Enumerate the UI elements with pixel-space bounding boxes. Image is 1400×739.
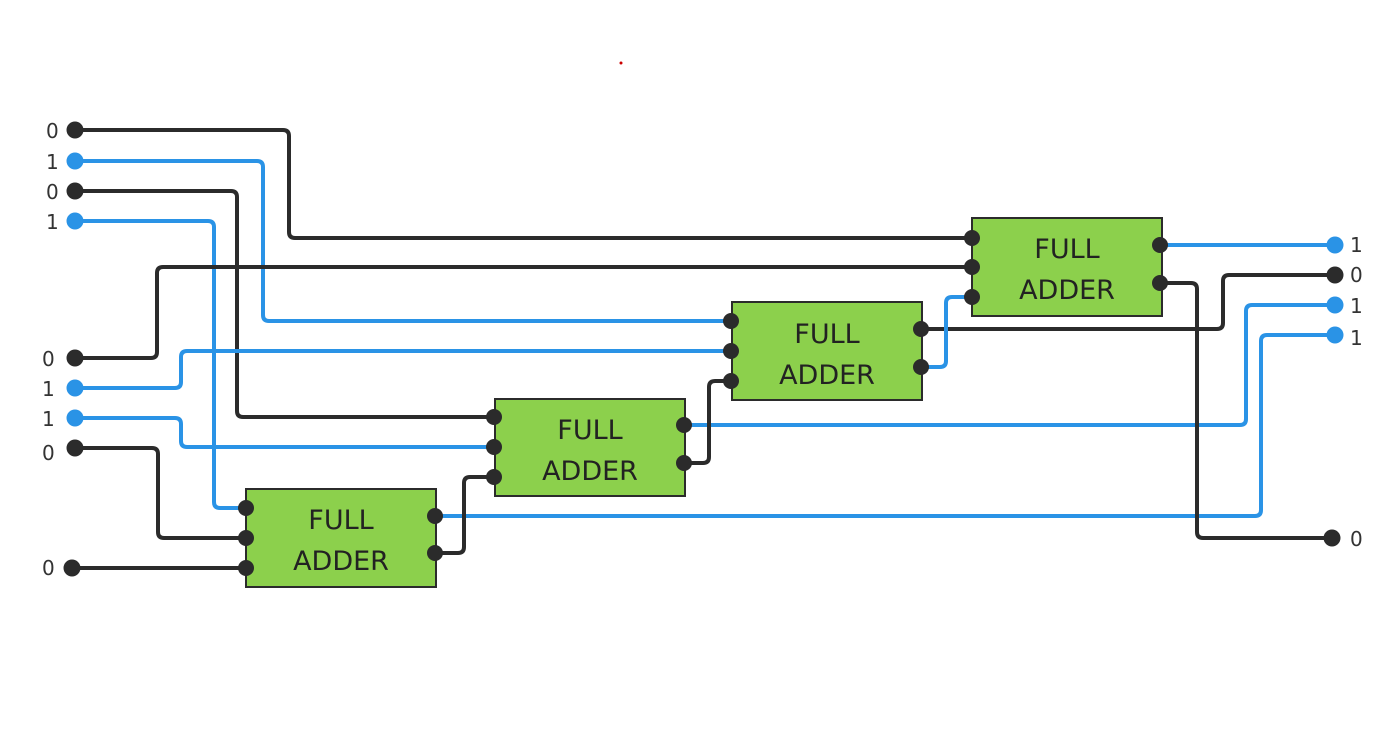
full-adder-1: FULL ADDER bbox=[245, 488, 437, 588]
adder-4-label-line1: FULL bbox=[1034, 234, 1099, 265]
adder-1-cout-port[interactable] bbox=[427, 545, 443, 561]
adder-1-in-a-port[interactable] bbox=[238, 500, 254, 516]
adder-2-cout-port[interactable] bbox=[676, 455, 692, 471]
wire-adder4-carry bbox=[1158, 281, 1334, 540]
input-3-label: 1 bbox=[46, 210, 59, 234]
input-2-node[interactable] bbox=[66, 182, 84, 200]
input-0-node[interactable] bbox=[66, 121, 84, 139]
wire-in2 bbox=[73, 189, 496, 419]
input-7-label: 0 bbox=[42, 441, 55, 465]
input-7-node[interactable] bbox=[66, 439, 84, 457]
input-6-label: 1 bbox=[42, 407, 55, 431]
wire-adder2-carry bbox=[682, 379, 733, 465]
wire-in5 bbox=[73, 349, 733, 390]
output-0-label: 1 bbox=[1350, 233, 1363, 257]
adder-2-in-b-port[interactable] bbox=[486, 439, 502, 455]
input-1-label: 1 bbox=[46, 150, 59, 174]
wire-in6 bbox=[73, 416, 496, 449]
output-3-label: 1 bbox=[1350, 326, 1363, 350]
red-dot-marker bbox=[619, 61, 623, 65]
adder-4-cin-port[interactable] bbox=[964, 289, 980, 305]
wire-adder3-sum bbox=[919, 273, 1337, 331]
adder-2-in-a-port[interactable] bbox=[486, 409, 502, 425]
adder-ports bbox=[238, 230, 1168, 576]
output-0-node[interactable] bbox=[1326, 236, 1344, 254]
output-4-label: 0 bbox=[1350, 527, 1363, 551]
wire-adder1-carry bbox=[433, 475, 496, 555]
wire-in3 bbox=[73, 219, 248, 510]
adder-4-sum-port[interactable] bbox=[1152, 237, 1168, 253]
input-1-node[interactable] bbox=[66, 152, 84, 170]
input-5-node[interactable] bbox=[66, 379, 84, 397]
adder-3-cin-port[interactable] bbox=[723, 373, 739, 389]
adder-3-in-b-port[interactable] bbox=[723, 343, 739, 359]
wires bbox=[70, 128, 1337, 570]
input-8-node[interactable] bbox=[63, 559, 81, 577]
wire-adder3-carry bbox=[919, 295, 974, 369]
input-4-node[interactable] bbox=[66, 349, 84, 367]
adder-3-label-line1: FULL bbox=[794, 319, 859, 350]
adder-2-label-line2: ADDER bbox=[542, 456, 638, 487]
input-8-label: 0 bbox=[42, 556, 55, 580]
input-2-label: 0 bbox=[46, 180, 59, 204]
adder-4-label-line2: ADDER bbox=[1019, 275, 1115, 306]
adder-1-cin-port[interactable] bbox=[238, 560, 254, 576]
wire-adder2-sum bbox=[682, 303, 1337, 427]
adder-1-label-line1: FULL bbox=[308, 505, 373, 536]
full-adder-3: FULL ADDER bbox=[731, 301, 923, 401]
output-3-node[interactable] bbox=[1326, 326, 1344, 344]
adder-2-sum-port[interactable] bbox=[676, 417, 692, 433]
input-5-label: 1 bbox=[42, 377, 55, 401]
full-adder-4: FULL ADDER bbox=[971, 217, 1163, 317]
wire-in1 bbox=[73, 159, 733, 323]
adder-3-sum-port[interactable] bbox=[913, 321, 929, 337]
adder-1-label-line2: ADDER bbox=[293, 546, 389, 577]
adder-4-in-b-port[interactable] bbox=[964, 259, 980, 275]
adders: FULL ADDER FULL ADDER FULL ADDER FULL AD… bbox=[245, 217, 1163, 588]
adder-2-cin-port[interactable] bbox=[486, 469, 502, 485]
adder-4-in-a-port[interactable] bbox=[964, 230, 980, 246]
output-2-node[interactable] bbox=[1326, 296, 1344, 314]
input-6-node[interactable] bbox=[66, 409, 84, 427]
adder-3-label-line2: ADDER bbox=[779, 360, 875, 391]
input-0-label: 0 bbox=[46, 119, 59, 143]
output-4-node[interactable] bbox=[1323, 529, 1341, 547]
adder-3-cout-port[interactable] bbox=[913, 359, 929, 375]
input-3-node[interactable] bbox=[66, 212, 84, 230]
adder-1-in-b-port[interactable] bbox=[238, 530, 254, 546]
output-nodes: 1 0 1 1 0 bbox=[1323, 233, 1363, 551]
output-1-node[interactable] bbox=[1326, 266, 1344, 284]
output-2-label: 1 bbox=[1350, 294, 1363, 318]
adder-4-cout-port[interactable] bbox=[1152, 275, 1168, 291]
wire-in0 bbox=[73, 128, 974, 240]
input-nodes: 0 1 0 1 0 1 1 0 0 bbox=[42, 119, 84, 580]
wire-in7 bbox=[73, 446, 248, 540]
adder-3-in-a-port[interactable] bbox=[723, 313, 739, 329]
adder-1-sum-port[interactable] bbox=[427, 508, 443, 524]
adder-2-label-line1: FULL bbox=[557, 415, 622, 446]
wire-in4 bbox=[73, 265, 974, 360]
wire-adder1-sum bbox=[433, 333, 1337, 518]
full-adder-2: FULL ADDER bbox=[494, 398, 686, 497]
input-4-label: 0 bbox=[42, 347, 55, 371]
output-1-label: 0 bbox=[1350, 263, 1363, 287]
